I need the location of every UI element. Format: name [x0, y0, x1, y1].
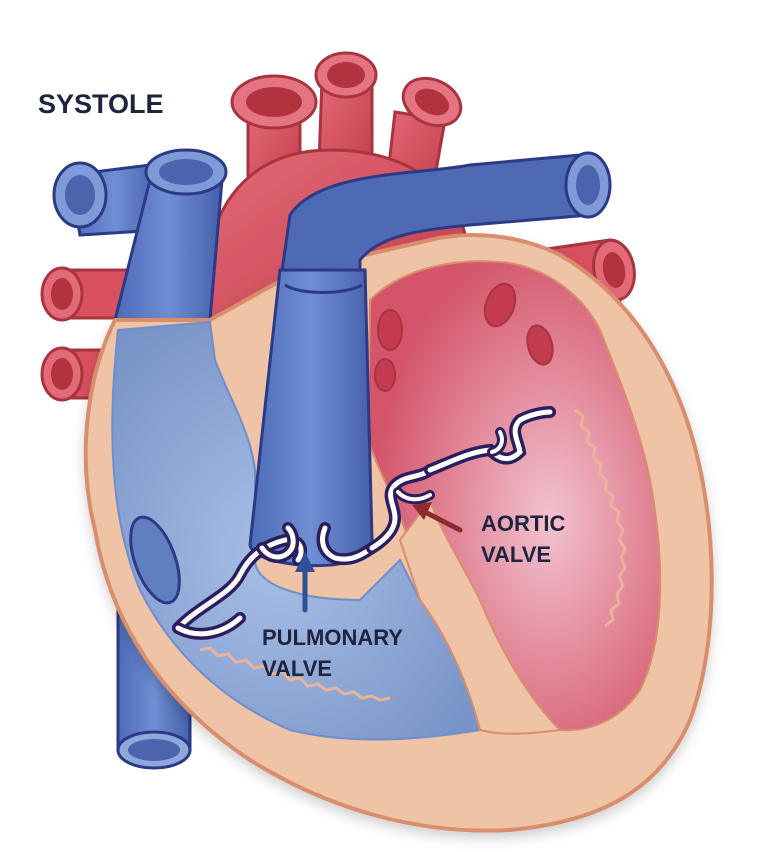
diagram-title: SYSTOLE — [38, 89, 164, 119]
aortic-valve-label-line1: AORTIC — [481, 511, 565, 536]
aortic-valve — [366, 464, 436, 554]
superior-vena-cava — [52, 148, 228, 322]
coronary-sinus-opening — [129, 515, 181, 605]
pulmonary-valve — [256, 522, 378, 566]
pulmonary-trunk — [248, 151, 612, 568]
interventricular-septum — [398, 497, 563, 735]
pulmonary-valve-label-line2: VALVE — [262, 656, 332, 681]
mitral-valve — [424, 406, 556, 476]
left-ventricle-trabeculae — [574, 408, 627, 628]
right-ventricle-trabeculae — [199, 646, 391, 702]
pulmonary-valve-arrow — [295, 552, 315, 613]
aortic-valve-arrow — [412, 502, 463, 533]
pulmonary-valve-label-line1: PULMONARY — [262, 625, 403, 650]
aortic-valve-label-line2: VALVE — [481, 542, 551, 567]
